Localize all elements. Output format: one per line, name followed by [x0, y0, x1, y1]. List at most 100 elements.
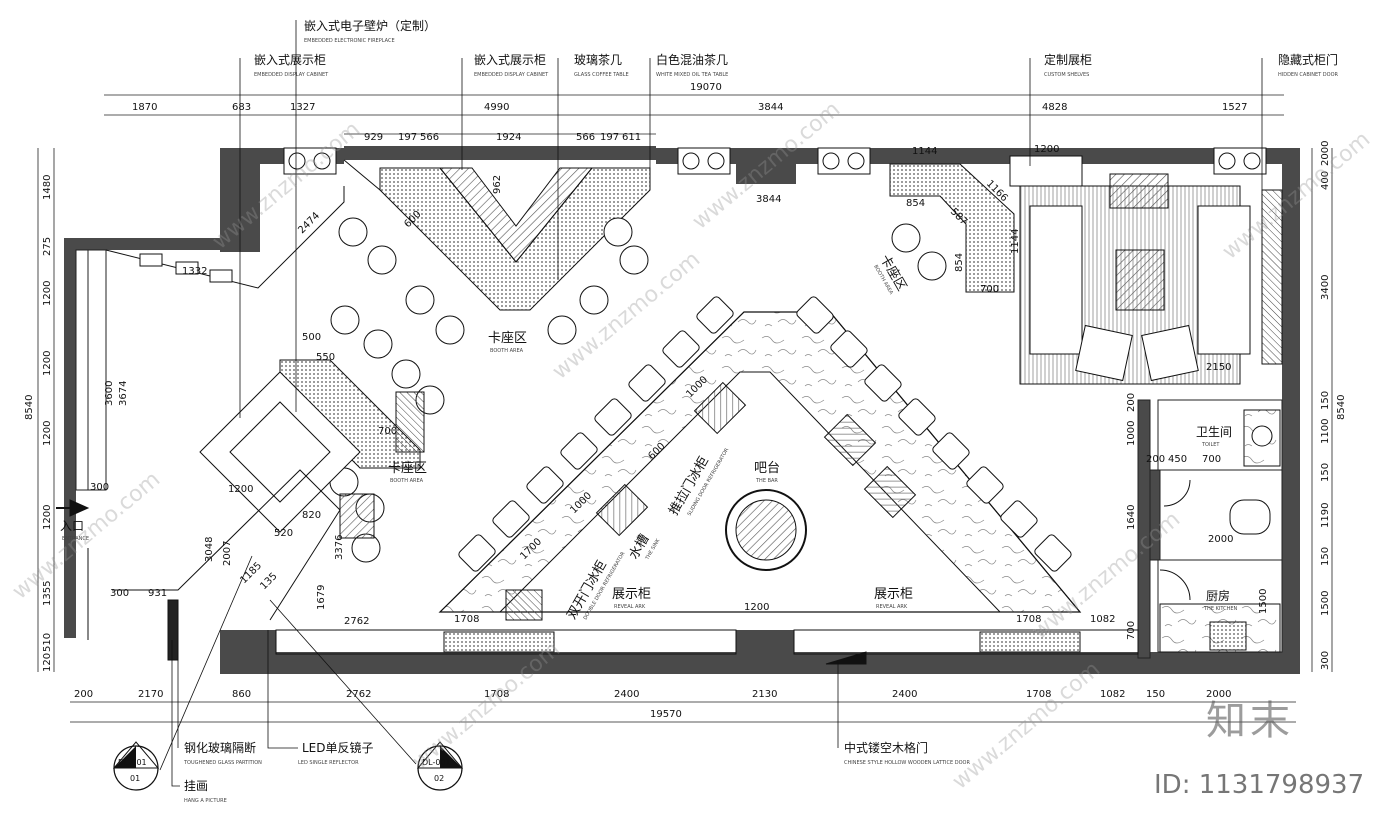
dim-right-inner-0: 200 — [1126, 393, 1137, 412]
bottom-counter — [275, 629, 1139, 665]
callout-led-reflector-en: LED SINGLE REFLECTOR — [298, 760, 359, 766]
dims-top-total: 19070 — [690, 82, 722, 93]
dim-top-inner-5: 197 — [600, 132, 619, 143]
dim-misc-16: 1679 — [316, 585, 327, 610]
dim-left-6: 1355 — [42, 581, 53, 606]
dim-misc-36: 1332 — [182, 266, 207, 277]
dim-right-4: 1100 — [1320, 419, 1331, 444]
section-01-num: 01 — [130, 774, 140, 783]
section-marker-02: DL-001 02 — [416, 741, 464, 791]
dim-misc-24: 1082 — [1090, 614, 1115, 625]
wm-site-5: www.znzmo.com — [8, 467, 165, 605]
dim-misc-23: 1708 — [1016, 614, 1041, 625]
dim-misc-10: 200 — [1146, 454, 1165, 465]
section-02-num: 02 — [434, 774, 444, 783]
bar-stools — [458, 296, 1072, 572]
dim-bottom-7: 2400 — [892, 689, 917, 700]
room-bar: 吧台 — [754, 461, 780, 476]
dims-top-inner: 929 197 566 1924 566 197 611 — [364, 132, 641, 143]
dim-misc-7: 1144 — [1010, 229, 1021, 254]
dim-misc-31: 700 — [378, 426, 397, 437]
dim-misc-9: 2150 — [1206, 362, 1231, 373]
dim-bottom-11: 2000 — [1206, 689, 1231, 700]
dim-right-inner-3: 700 — [1126, 621, 1137, 640]
dim-misc-30: 550 — [316, 352, 335, 363]
dims-bottom: 200 2170 860 2762 1708 2400 2130 2400 17… — [74, 689, 1231, 720]
dim-misc-8: 700 — [980, 284, 999, 295]
callout-glass-table-en: GLASS COFFEE TABLE — [574, 72, 629, 78]
callout-glass-partition: 钢化玻璃隔断 — [184, 740, 256, 755]
dim-bottom-5: 2400 — [614, 689, 639, 700]
dim-misc-44: 135 — [258, 571, 279, 592]
callout-glass-partition-en: TOUGHENED GLASS PARTITION — [183, 760, 262, 766]
dim-top-4: 3844 — [758, 102, 783, 113]
dim-misc-33: 520 — [274, 528, 293, 539]
dim-bottom-1: 2170 — [138, 689, 163, 700]
room-reveal-left-en: REVEAL ARK — [614, 604, 646, 610]
callout-glass-table: 玻璃茶几 — [574, 52, 622, 67]
dim-misc-15: 2762 — [344, 616, 369, 627]
room-kitchen-en: THE KITCHEN — [1203, 606, 1237, 612]
dim-misc-37: 3600 — [104, 381, 115, 406]
dim-left-total: 8540 — [24, 395, 35, 420]
dim-bottom-6: 2130 — [752, 689, 777, 700]
dims-left: 8540 1480 275 1200 1200 1200 1200 1355 5… — [24, 175, 53, 672]
entrance-partition — [56, 186, 345, 661]
dim-bottom-2: 860 — [232, 689, 251, 700]
dim-right-0: 2000 — [1320, 141, 1331, 166]
dim-misc-20: 931 — [148, 588, 167, 599]
dim-misc-13: 2000 — [1208, 534, 1233, 545]
dim-left-0: 1480 — [42, 175, 53, 200]
dim-misc-29: 500 — [302, 332, 321, 343]
callout-hang-picture: 挂画 — [184, 779, 208, 793]
top-callout-leaders — [239, 20, 1263, 418]
dim-left-5: 1200 — [42, 505, 53, 530]
callout-display-mid-en: EMBEDDED DISPLAY CABINET — [474, 72, 549, 78]
dim-misc-22: 300 — [90, 482, 109, 493]
dim-left-1: 275 — [42, 237, 53, 256]
room-booth-left-en: BOOTH AREA — [390, 478, 424, 484]
dim-misc-25: 1708 — [454, 614, 479, 625]
dim-left-3: 1200 — [42, 351, 53, 376]
section-marker-01: DL-001 01 — [112, 741, 160, 791]
dim-misc-1: 1200 — [1034, 144, 1059, 155]
fireplaces — [283, 147, 1267, 175]
dim-left-8: 120 — [42, 653, 53, 672]
dim-top-inner-2: 566 — [420, 132, 439, 143]
dim-misc-0: 3844 — [756, 194, 781, 205]
dim-bottom-3: 2762 — [346, 689, 371, 700]
dim-top-inner-3: 1924 — [496, 132, 521, 143]
room-kitchen: 厨房 — [1206, 588, 1230, 603]
callout-hidden-door-en: HIDDEN CABINET DOOR — [1278, 72, 1339, 78]
dim-top-5: 4828 — [1042, 102, 1067, 113]
room-entrance: 入口 — [60, 519, 84, 533]
bottom-callouts: 钢化玻璃隔断 TOUGHENED GLASS PARTITION LED单反镜子… — [183, 740, 970, 804]
callout-custom-shelves: 定制展柜 — [1044, 52, 1092, 67]
dim-misc-34: 1200 — [228, 484, 253, 495]
callout-custom-shelves-en: CUSTOM SHELVES — [1044, 72, 1089, 78]
dims-right: 8540 2000 400 3400 150 1100 150 1190 150… — [1320, 141, 1347, 670]
callout-fireplace-en: EMBEDDED ELECTRONIC FIREPLACE — [304, 38, 395, 44]
dim-right-5: 150 — [1320, 463, 1331, 482]
wm-site-8: www.znzmo.com — [948, 657, 1105, 795]
dim-misc-14: 1200 — [744, 602, 769, 613]
dim-top-inner-1: 197 — [398, 132, 417, 143]
dim-right-2: 3400 — [1320, 275, 1331, 300]
dim-misc-27: 962 — [492, 175, 503, 194]
dim-misc-18: 3048 — [204, 537, 215, 562]
callout-white-table-en: WHITE MIXED OIL TEA TABLE — [656, 72, 728, 78]
dimension-lines — [37, 94, 1333, 723]
dim-top-0: 1870 — [132, 102, 157, 113]
callout-hang-picture-en: HANG A PICTURE — [184, 798, 227, 804]
dim-right-8: 1500 — [1320, 591, 1331, 616]
dims-right-inner: 200 1000 1640 700 — [1126, 393, 1137, 640]
dim-top-1: 683 — [232, 102, 251, 113]
callout-lattice-door-en: CHINESE STYLE HOLLOW WOODEN LATTICE DOOR — [844, 760, 970, 766]
callout-led-reflector: LED单反镜子 — [302, 740, 374, 755]
dim-misc-12: 700 — [1202, 454, 1221, 465]
callout-display-left-en: EMBEDDED DISPLAY CABINET — [254, 72, 329, 78]
dim-misc-17: 3376 — [334, 535, 345, 560]
room-reveal-left: 展示柜 — [612, 587, 651, 602]
right-booth — [889, 155, 1251, 385]
